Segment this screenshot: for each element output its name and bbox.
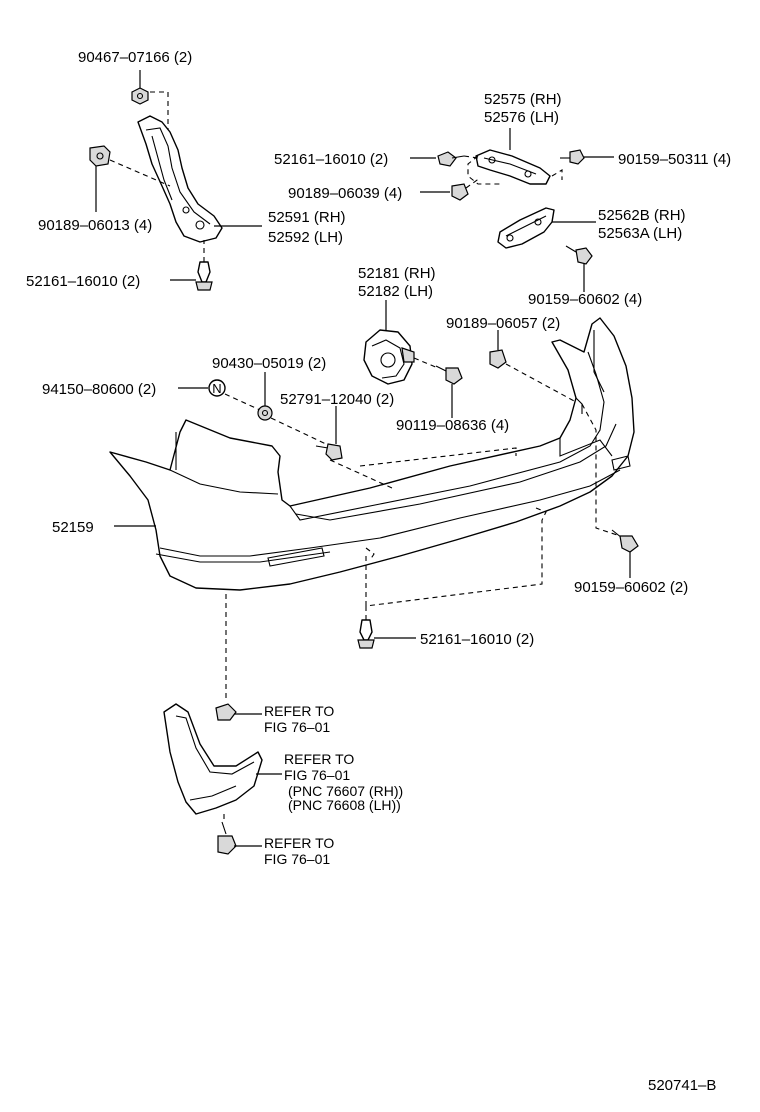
label-52181: 52181 (RH) [358,265,436,282]
clip-52161-top-icon[interactable] [437,151,465,167]
label-94150-80600: 94150–80600 (2) [42,381,156,398]
clip-90189-06057-icon[interactable] [489,349,507,369]
refer1-line1: REFER TO [264,703,334,719]
label-90467-07166: 90467–07166 (2) [78,49,192,66]
label-52791-12040: 52791–12040 (2) [280,391,394,408]
label-90119-08636: 90119–08636 (4) [396,417,509,434]
label-52576: 52576 (LH) [484,109,559,126]
screw-90159-60602-2-icon[interactable] [611,529,639,553]
label-52159: 52159 [52,519,94,536]
nut-mudguard-top-icon[interactable] [215,703,237,721]
label-52562B: 52562B (RH) [598,207,686,224]
refer3-line2: FIG 76–01 [264,851,330,867]
clip-90189-06039-icon[interactable] [451,183,469,201]
bracket-52562B-part[interactable] [497,207,555,249]
mudguard-part[interactable] [163,703,263,815]
label-52575: 52575 (RH) [484,91,562,108]
leader-dash-52161-top [463,155,479,159]
leader-nut-90467 [150,91,169,130]
clip-52161-bottom-icon[interactable] [357,619,375,649]
bumper-cover-52159-part[interactable] [109,317,635,591]
locator-mark-right [535,507,547,521]
fastener-52791-12040-icon[interactable] [315,443,343,461]
locator-dash-top [359,447,517,467]
label-52182: 52182 (LH) [358,283,433,300]
washer-90430-05019-icon[interactable] [257,405,273,421]
label-90159-60602-2: 90159–60602 (2) [574,579,688,596]
nut-90467-icon[interactable] [131,87,149,105]
bracket-52591-part[interactable] [137,115,223,243]
leader-dash-n-marker [224,393,261,411]
label-52161-16010-bottom: 52161–16010 (2) [420,631,534,648]
refer2-line2: FIG 76–01 [284,767,350,783]
clip-90189-06013-icon[interactable] [89,145,111,167]
label-90430-05019: 90430–05019 (2) [212,355,326,372]
label-52161-16010-left: 52161–16010 (2) [26,273,140,290]
label-90159-60602-4: 90159–60602 (4) [528,291,642,308]
n-marker-text: N [212,381,221,396]
locator-dash-bottom [365,520,543,607]
refer2-line3: (PNC 76607 (RH)) [288,783,403,799]
dashed-outline-52575-right [551,169,563,180]
refer3-line1: REFER TO [264,835,334,851]
screw-90159-60602-4-icon[interactable] [565,245,593,265]
label-52563A: 52563A (LH) [598,225,682,242]
leader-dash-washer [270,417,327,445]
refer1-line2: FIG 76–01 [264,719,330,735]
locator-mark-left [365,547,375,561]
leader-dash-52181 [413,357,439,369]
label-52161-16010-top: 52161–16010 (2) [274,151,388,168]
locator-dash-fastener [329,459,393,489]
label-90189-06013: 90189–06013 (4) [38,217,152,234]
leader-dash-90189-06013 [109,159,171,187]
label-90189-06057: 90189–06057 (2) [446,315,560,332]
label-52592: 52592 (LH) [268,229,343,246]
clip-52161-left-icon[interactable] [195,261,213,291]
refer2-line4: (PNC 76608 (LH)) [288,797,401,813]
bolt-90119-08636-icon[interactable] [435,365,463,385]
n-marker-94150-icon[interactable]: N [208,379,226,397]
screw-mudguard-bottom-icon[interactable] [217,821,237,855]
diagram-code: 520741–B [648,1077,716,1094]
label-90189-06039: 90189–06039 (4) [288,185,402,202]
screw-90159-50311-icon[interactable] [560,149,585,165]
refer2-line1: REFER TO [284,751,354,767]
leader-dash-90189-06039 [465,177,481,189]
label-90159-50311: 90159–50311 (4) [618,151,731,168]
label-52591: 52591 (RH) [268,209,346,226]
retainer-52181-part[interactable] [363,329,415,385]
leader-dash-90189-06057 [505,363,577,403]
bracket-52575-part[interactable] [475,149,551,185]
